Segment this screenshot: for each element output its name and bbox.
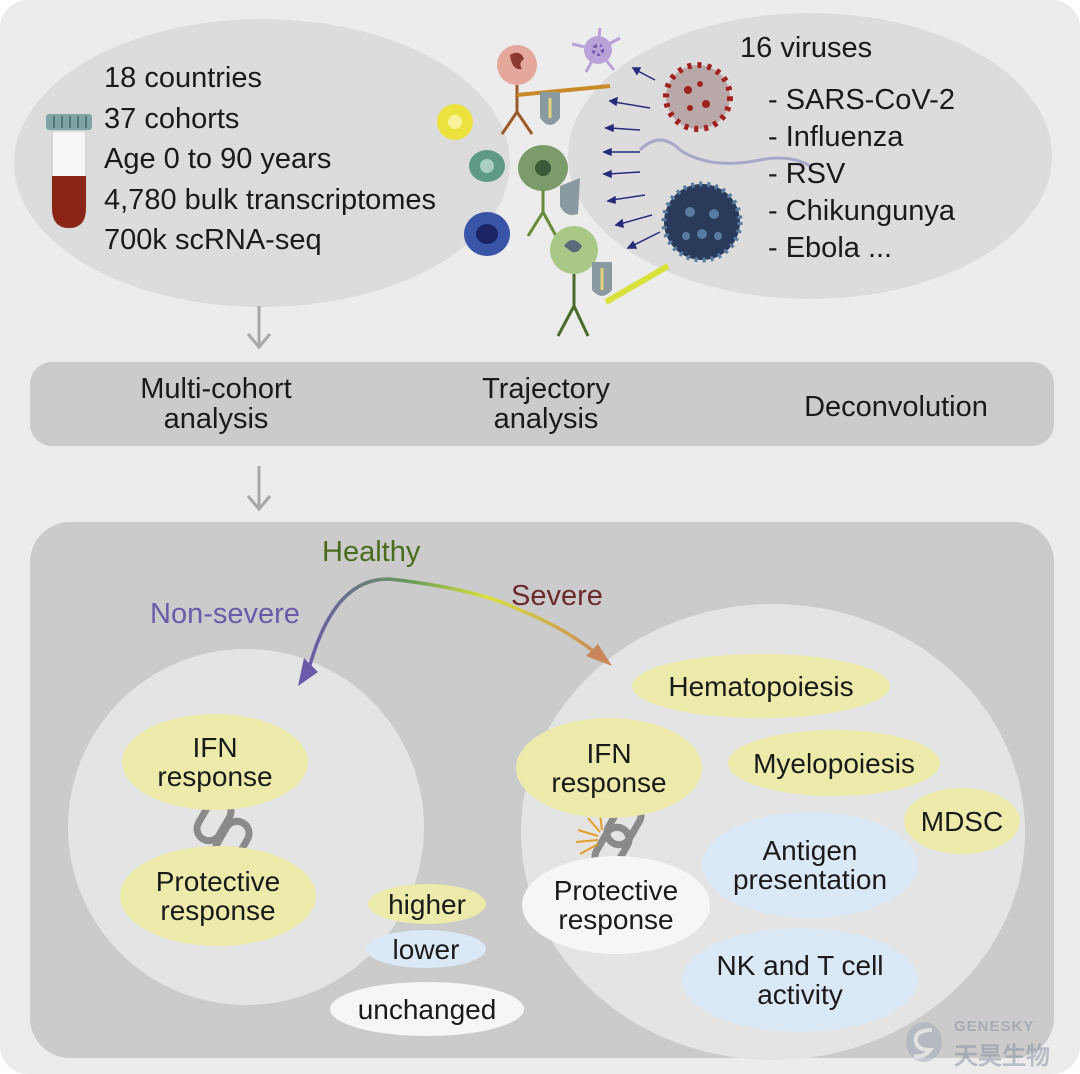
dendritic-cell-icon [571,27,621,73]
virus-item: - Chikungunya [768,195,955,227]
pill-text: response [160,895,276,926]
blood-tube-icon [46,114,92,229]
coronavirus-icon [663,62,733,132]
virus-item: - Influenza [768,121,904,153]
non-severe-arrowhead [298,658,318,686]
method-multi-cohort: Multi-cohort analysis [118,374,314,434]
pill-text: Protective [155,866,281,897]
non-severe-label: Non-severe [150,598,300,630]
pill-text: IFN [586,738,632,769]
severe-mdsc: MDSC [904,788,1020,854]
severe-arrowhead [586,644,612,666]
pill-text: activity [757,979,843,1010]
warrior-cell-icon [497,45,611,135]
stat-scrna: 700k scRNA-seq [104,224,322,256]
pill-text: Protective [553,875,679,906]
cohort-stats: 18 countries 37 cohorts Age 0 to 90 year… [104,58,436,261]
top-illustration [14,13,1052,337]
filovirus-icon [638,138,811,168]
monocyte-warrior-icon [550,226,670,337]
healthy-label: Healthy [322,536,421,568]
legend-lower: lower [366,930,486,968]
icosahedral-virus-icon [661,181,743,263]
virus-item: - SARS-CoV-2 [768,84,955,116]
method-trajectory: Trajectory analysis [450,374,642,434]
watermark-brand-en: GENESKY [954,1018,1035,1035]
macrophage-warrior-icon [518,145,580,237]
virus-list-title: 16 viruses [740,32,873,64]
cohort-ellipse [14,19,510,307]
watermark: GENESKY 天昊生物 [904,1016,1074,1070]
virus-item: - Ebola ... [768,232,893,264]
stat-countries: 18 countries [104,62,262,94]
trajectory-curve [306,577,606,673]
watermark-brand-cn: 天昊生物 [954,1042,1050,1070]
method-label: analysis [493,403,599,435]
stat-cohorts: 37 cohorts [104,102,240,135]
methods-bar [30,362,1054,446]
method-deconvolution: Deconvolution [804,391,988,423]
severe-hematopoiesis: Hematopoiesis [632,654,890,718]
down-arrow-icon [246,306,272,350]
severe-myelopoiesis: Myelopoiesis [728,730,940,796]
legend-unchanged: unchanged [330,982,524,1036]
down-arrow-icon [246,466,272,512]
pill-text: NK and T cell [716,950,884,981]
virus-list: 16 viruses - SARS-CoV-2 - Influenza - RS… [740,30,955,267]
pill-text: Antigen [762,835,858,866]
stat-age: Age 0 to 90 years [104,143,332,175]
severe-label: Severe [511,580,603,612]
method-label: Trajectory [482,373,610,405]
pill-text: response [558,904,674,935]
pill-text: presentation [732,864,888,895]
legend-higher: higher [368,884,486,924]
method-label: Multi-cohort [140,373,292,405]
pill-text: IFN [192,732,238,763]
pill-text: response [157,761,273,792]
genesky-logo-icon [906,1022,942,1062]
pill-text: response [551,767,667,798]
virus-item: - RSV [768,158,846,190]
method-label: analysis [163,403,269,435]
attack-arrows [602,67,661,249]
stat-bulk: 4,780 bulk transcriptomes [104,183,437,216]
